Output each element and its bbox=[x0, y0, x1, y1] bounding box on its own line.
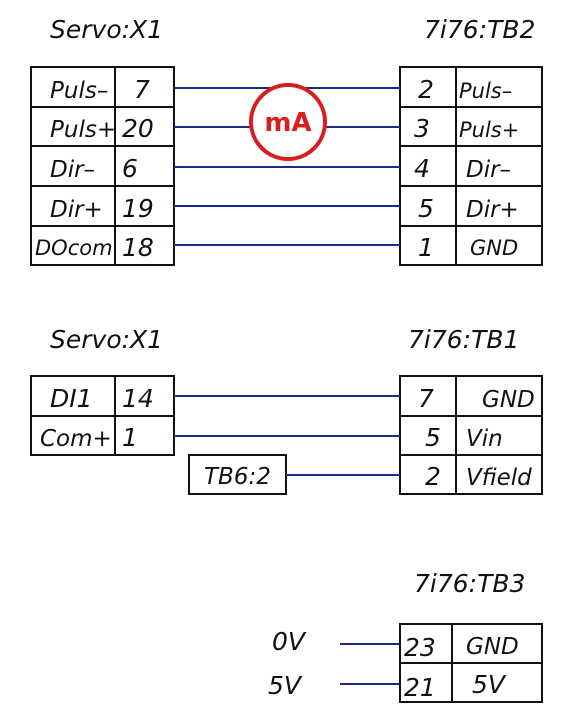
tb2-label-dir-minus: Dir– bbox=[466, 157, 511, 183]
tb2-pin-3: 3 bbox=[414, 114, 430, 143]
tb2-label-puls-minus: Puls– bbox=[459, 79, 512, 103]
tb3-label-5v: 5V bbox=[472, 670, 507, 699]
servo-x1-title-1: Servo:X1 bbox=[50, 15, 163, 44]
servo-x1-block-2 bbox=[30, 375, 175, 456]
tb3-pin-21: 21 bbox=[404, 673, 436, 702]
tb2-label-puls-plus: Puls+ bbox=[459, 118, 519, 142]
servo-x1-pin-6: 6 bbox=[122, 154, 138, 183]
tb1-pin-5: 5 bbox=[425, 423, 441, 452]
tb1-pin-2: 2 bbox=[425, 462, 441, 491]
tb3-pin-23: 23 bbox=[404, 633, 436, 662]
servo-x1-label-docom: DOcom bbox=[35, 236, 113, 260]
tb6-jumper-label: TB6:2 bbox=[204, 464, 271, 490]
tb3-title: 7i76:TB3 bbox=[414, 569, 525, 598]
tb2-pin-4: 4 bbox=[414, 154, 430, 183]
servo-x1-label-puls-plus: Puls+ bbox=[50, 117, 116, 143]
servo-x1-pin-7: 7 bbox=[134, 75, 150, 104]
servo-x1-pin-18: 18 bbox=[122, 233, 154, 262]
tb1-label-vin: Vin bbox=[466, 426, 503, 452]
tb3-block bbox=[399, 623, 543, 703]
tb2-label-dir-plus: Dir+ bbox=[466, 197, 519, 223]
servo-x1-pin-19: 19 bbox=[122, 194, 154, 223]
tb1-title: 7i76:TB1 bbox=[408, 325, 519, 354]
servo-x1-label-dir-minus: Dir– bbox=[50, 157, 95, 183]
servo-x1-pin-20: 20 bbox=[122, 114, 154, 143]
tb3-label-gnd: GND bbox=[466, 634, 519, 660]
tb1-label-vfield: Vfield bbox=[466, 465, 532, 491]
servo-x1-label-di1: DI1 bbox=[50, 384, 93, 413]
servo-x1-label-dir-plus: Dir+ bbox=[50, 197, 103, 223]
tb2-pin-5: 5 bbox=[418, 194, 434, 223]
servo-x1-pin-14: 14 bbox=[122, 384, 154, 413]
input-0v-label: 0V bbox=[272, 627, 307, 656]
servo-x1-label-com-plus: Com+ bbox=[40, 426, 112, 452]
milliammeter-icon bbox=[249, 83, 327, 161]
servo-x1-title-2: Servo:X1 bbox=[50, 325, 163, 354]
tb1-label-gnd: GND bbox=[482, 387, 535, 413]
tb2-pin-2: 2 bbox=[418, 75, 434, 104]
servo-x1-block-1 bbox=[30, 66, 175, 266]
input-5v-label: 5V bbox=[268, 671, 303, 700]
tb2-pin-1: 1 bbox=[418, 233, 434, 262]
tb2-label-gnd: GND bbox=[470, 236, 518, 260]
servo-x1-pin-1: 1 bbox=[122, 423, 138, 452]
milliammeter-label: mA bbox=[264, 108, 311, 138]
tb2-title: 7i76:TB2 bbox=[424, 15, 535, 44]
tb1-pin-7: 7 bbox=[418, 384, 434, 413]
servo-x1-label-puls-minus: Puls– bbox=[50, 78, 108, 104]
